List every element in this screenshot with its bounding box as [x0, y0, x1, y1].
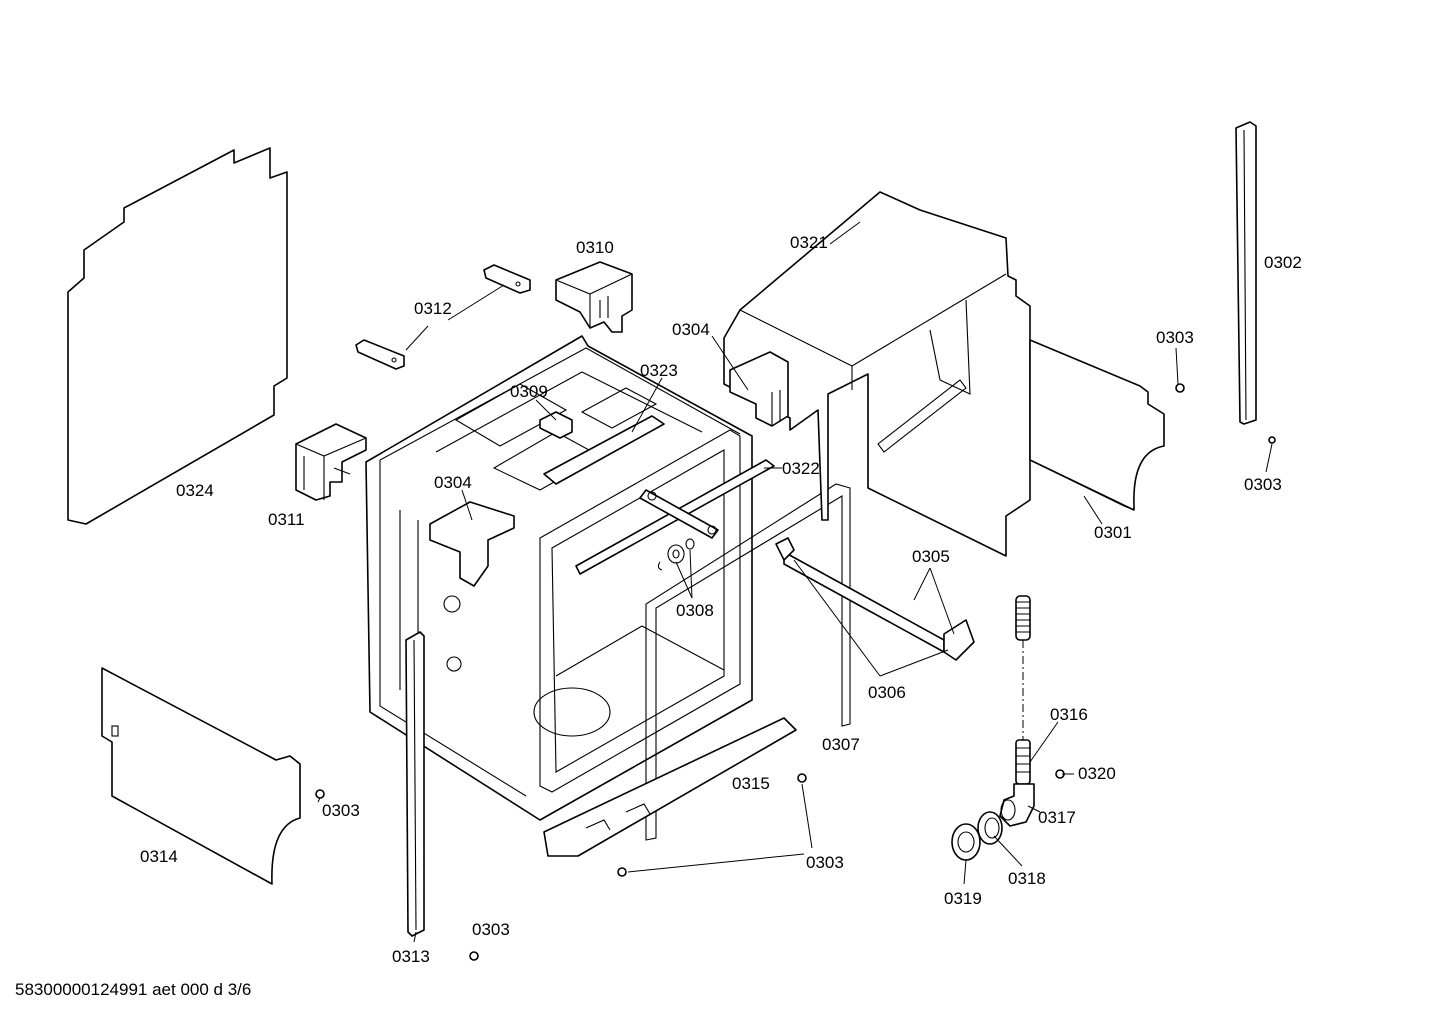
clip-block-0310 [555, 261, 633, 333]
label-0304-top: 0304 [672, 320, 710, 339]
elbow-0317 [999, 783, 1035, 827]
label-0323: 0323 [640, 361, 678, 380]
label-0306: 0306 [868, 683, 906, 702]
label-0305: 0305 [912, 547, 950, 566]
label-0321: 0321 [790, 233, 828, 252]
label-0319: 0319 [944, 889, 982, 908]
label-0308: 0308 [676, 601, 714, 620]
part-labels: 0324 0312 0310 0311 0309 0323 0304 0304 … [140, 233, 1302, 966]
label-0311: 0311 [268, 510, 305, 529]
leader-lines [317, 221, 1273, 943]
label-0303-rear: 0303 [1156, 328, 1194, 347]
label-0303-base: 0303 [806, 853, 844, 872]
label-0309: 0309 [510, 382, 548, 401]
rail-0322 [575, 459, 775, 575]
label-0303-plinth: 0303 [322, 801, 360, 820]
side-panel-0324 [67, 147, 288, 525]
rear-panel-0301 [1029, 339, 1165, 511]
drain-hose-0316 [1015, 595, 1031, 785]
label-0310: 0310 [576, 238, 614, 257]
document-code: 58300000124991 aet 000 d 3/6 [15, 980, 252, 999]
strip-0302 [1235, 121, 1257, 425]
label-0301: 0301 [1094, 523, 1132, 542]
label-0312: 0312 [414, 299, 452, 318]
bracket-0312 [355, 264, 531, 370]
label-0322: 0322 [782, 459, 820, 478]
plinth-0314 [101, 667, 301, 885]
label-0303-bottom: 0303 [472, 920, 510, 939]
label-0303-right: 0303 [1244, 475, 1282, 494]
door-seal-0307 [645, 483, 851, 841]
label-0315: 0315 [732, 774, 770, 793]
top-cover-0321 [723, 191, 1031, 557]
side-clip-0311 [295, 423, 367, 501]
label-0307: 0307 [822, 735, 860, 754]
seal-rings [951, 811, 1003, 861]
label-0318: 0318 [1008, 869, 1046, 888]
label-0317: 0317 [1038, 808, 1076, 827]
label-0313: 0313 [392, 947, 430, 966]
screws [315, 383, 1276, 961]
label-0314: 0314 [140, 847, 178, 866]
base-plate-0315 [543, 717, 797, 857]
label-0324: 0324 [176, 481, 214, 500]
label-0316: 0316 [1050, 705, 1088, 724]
label-0320: 0320 [1078, 764, 1116, 783]
label-0304-front: 0304 [434, 473, 472, 492]
label-0302: 0302 [1264, 253, 1302, 272]
strip-0313 [405, 631, 425, 937]
